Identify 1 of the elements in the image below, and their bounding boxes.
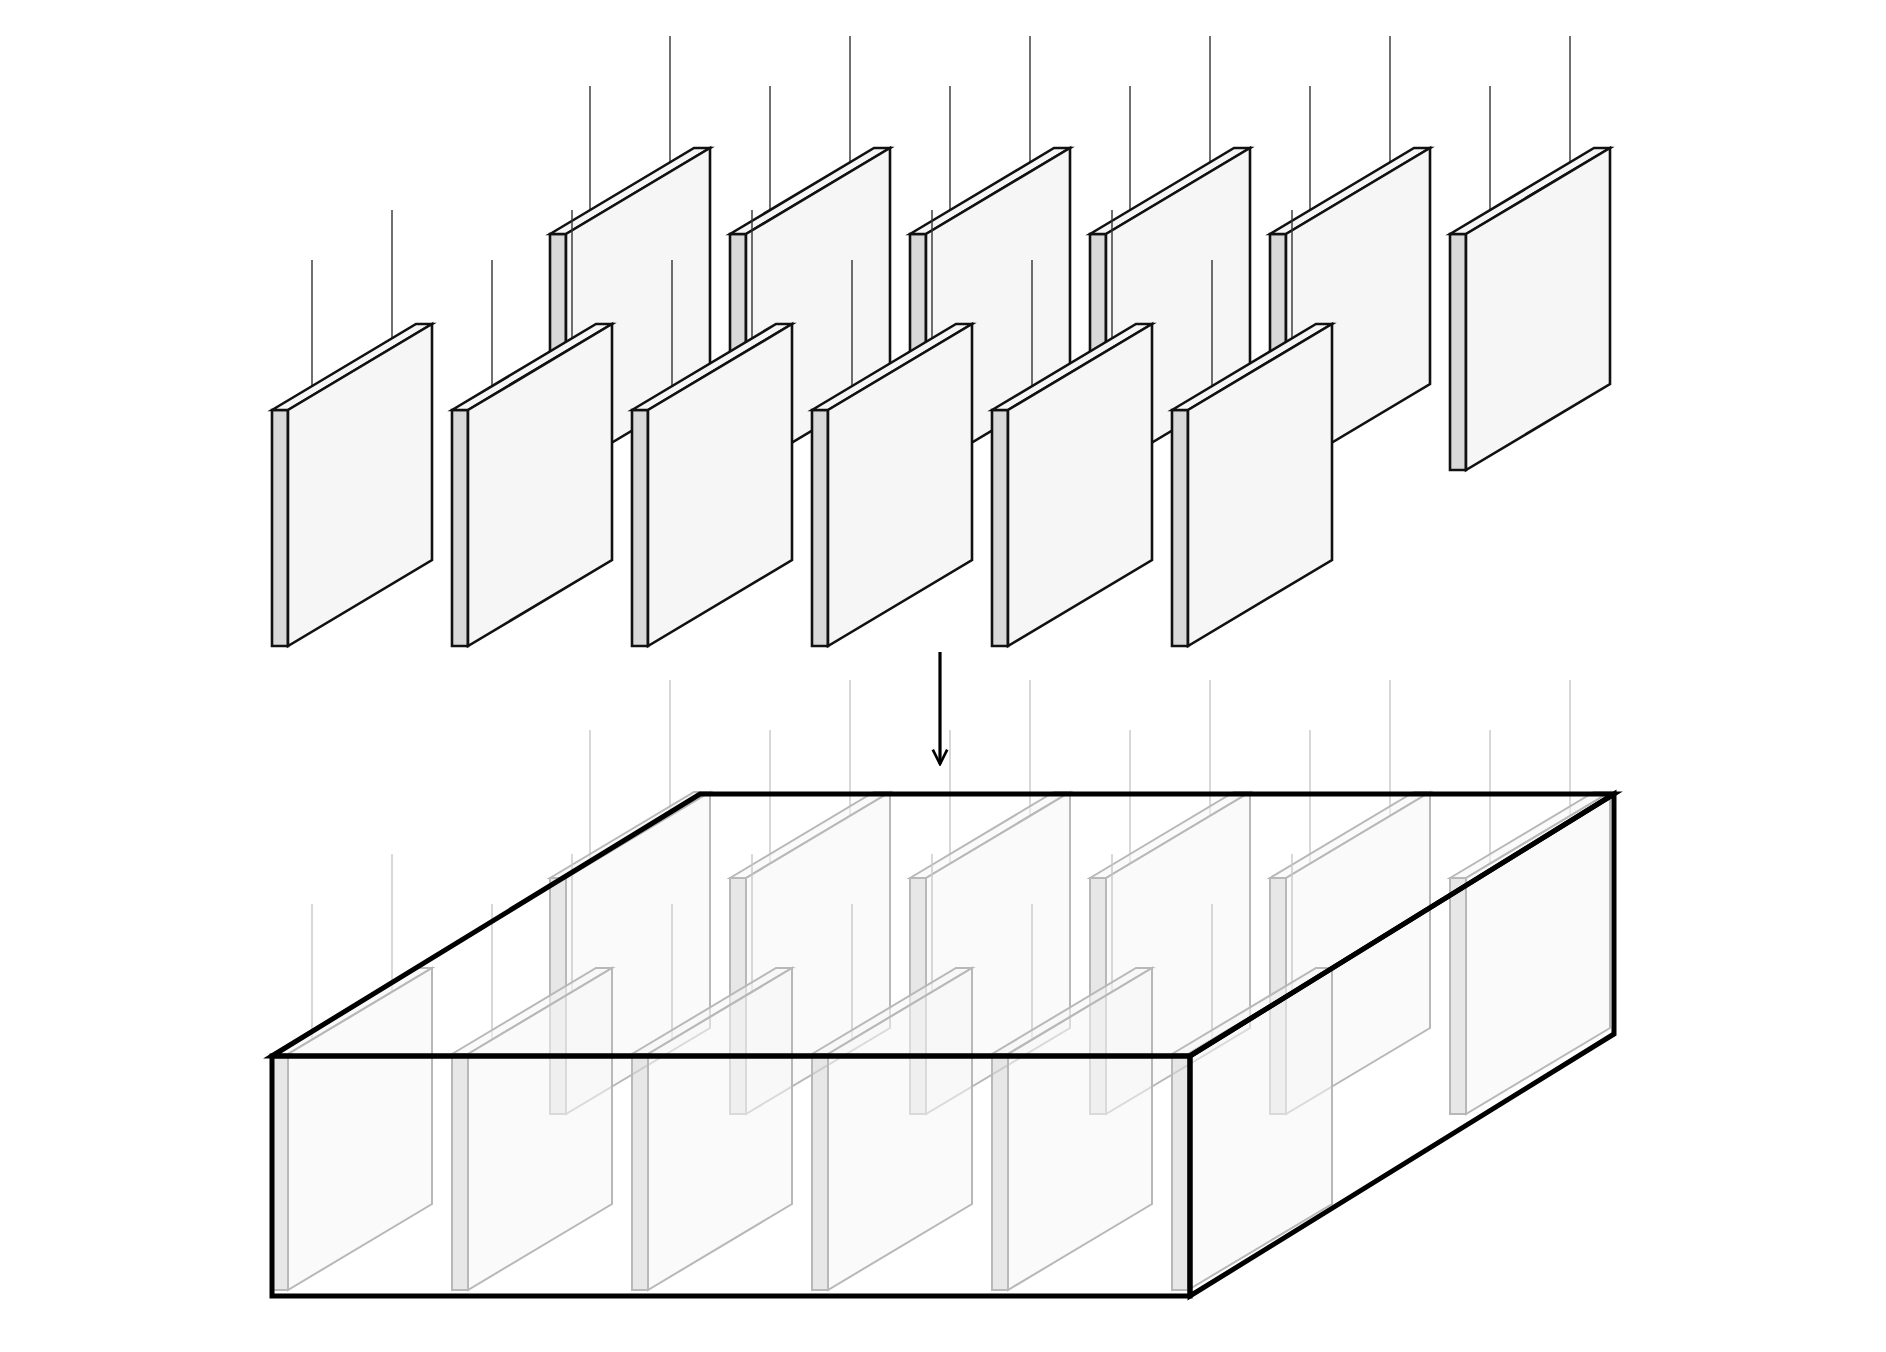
arrow: [931, 652, 949, 766]
